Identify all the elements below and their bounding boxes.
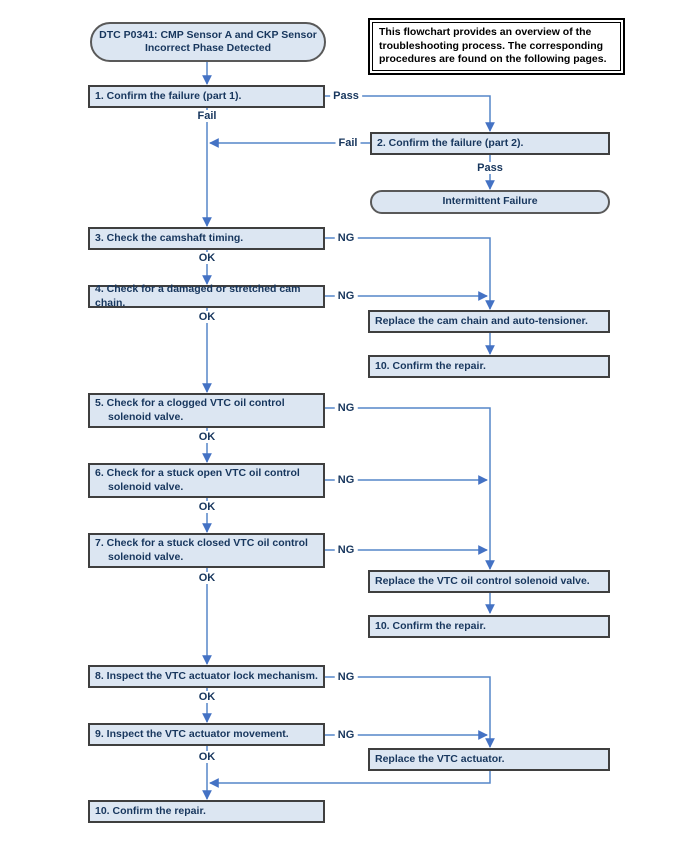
- step-4: 4. Check for a damaged or stretched cam …: [88, 283, 325, 309]
- step-7: 7. Check for a stuck closed VTC oil cont…: [88, 533, 325, 568]
- edge-label-ng-6: NG: [334, 474, 358, 486]
- confirm-repair-1: 10. Confirm the repair.: [368, 355, 610, 378]
- intermittent-failure-node: Intermittent Failure: [370, 190, 610, 214]
- edge-label-ok-4: OK: [195, 311, 219, 323]
- step-7-text: 7. Check for a stuck closed VTC oil cont…: [95, 537, 308, 563]
- edge-label-pass-2: Pass: [474, 162, 506, 174]
- confirm-repair-final: 10. Confirm the repair.: [88, 800, 325, 823]
- edge-label-fail-1: Fail: [194, 110, 220, 122]
- step-5: 5. Check for a clogged VTC oil control s…: [88, 393, 325, 428]
- confirm-repair-2: 10. Confirm the repair.: [368, 615, 610, 638]
- edge-label-ng-8: NG: [334, 671, 358, 683]
- edge-label-ok-9: OK: [195, 751, 219, 763]
- step-3: 3. Check the camshaft timing.: [88, 227, 325, 250]
- action-replace-vtc-actuator: Replace the VTC actuator.: [368, 748, 610, 771]
- edge-label-ok-3: OK: [195, 252, 219, 264]
- edge-label-ok-5: OK: [195, 431, 219, 443]
- step-9: 9. Inspect the VTC actuator movement.: [88, 723, 325, 746]
- step-6: 6. Check for a stuck open VTC oil contro…: [88, 463, 325, 498]
- edge-label-ng-7: NG: [334, 544, 358, 556]
- edge-label-ng-9: NG: [334, 729, 358, 741]
- step-5-text: 5. Check for a clogged VTC oil control s…: [95, 397, 285, 423]
- step-6-text: 6. Check for a stuck open VTC oil contro…: [95, 467, 300, 493]
- edge-label-ok-6: OK: [195, 501, 219, 513]
- edge-label-ng-3: NG: [334, 232, 358, 244]
- action-replace-solenoid-valve: Replace the VTC oil control solenoid val…: [368, 570, 610, 593]
- edge-label-ng-4: NG: [334, 290, 358, 302]
- action-replace-cam-chain: Replace the cam chain and auto-tensioner…: [368, 310, 610, 333]
- step-8: 8. Inspect the VTC actuator lock mechani…: [88, 665, 325, 688]
- step-1: 1. Confirm the failure (part 1).: [88, 85, 325, 108]
- start-node: DTC P0341: CMP Sensor A and CKP Sensor I…: [90, 22, 326, 62]
- edge-label-fail-2: Fail: [335, 137, 361, 149]
- edge-label-pass-1: Pass: [330, 90, 362, 102]
- edge-label-ok-8: OK: [195, 691, 219, 703]
- step-2: 2. Confirm the failure (part 2).: [370, 132, 610, 155]
- edge-label-ok-7: OK: [195, 572, 219, 584]
- edge-label-ng-5: NG: [334, 402, 358, 414]
- note-box: This flowchart provides an overview of t…: [368, 18, 625, 75]
- note-text: This flowchart provides an overview of t…: [372, 22, 621, 71]
